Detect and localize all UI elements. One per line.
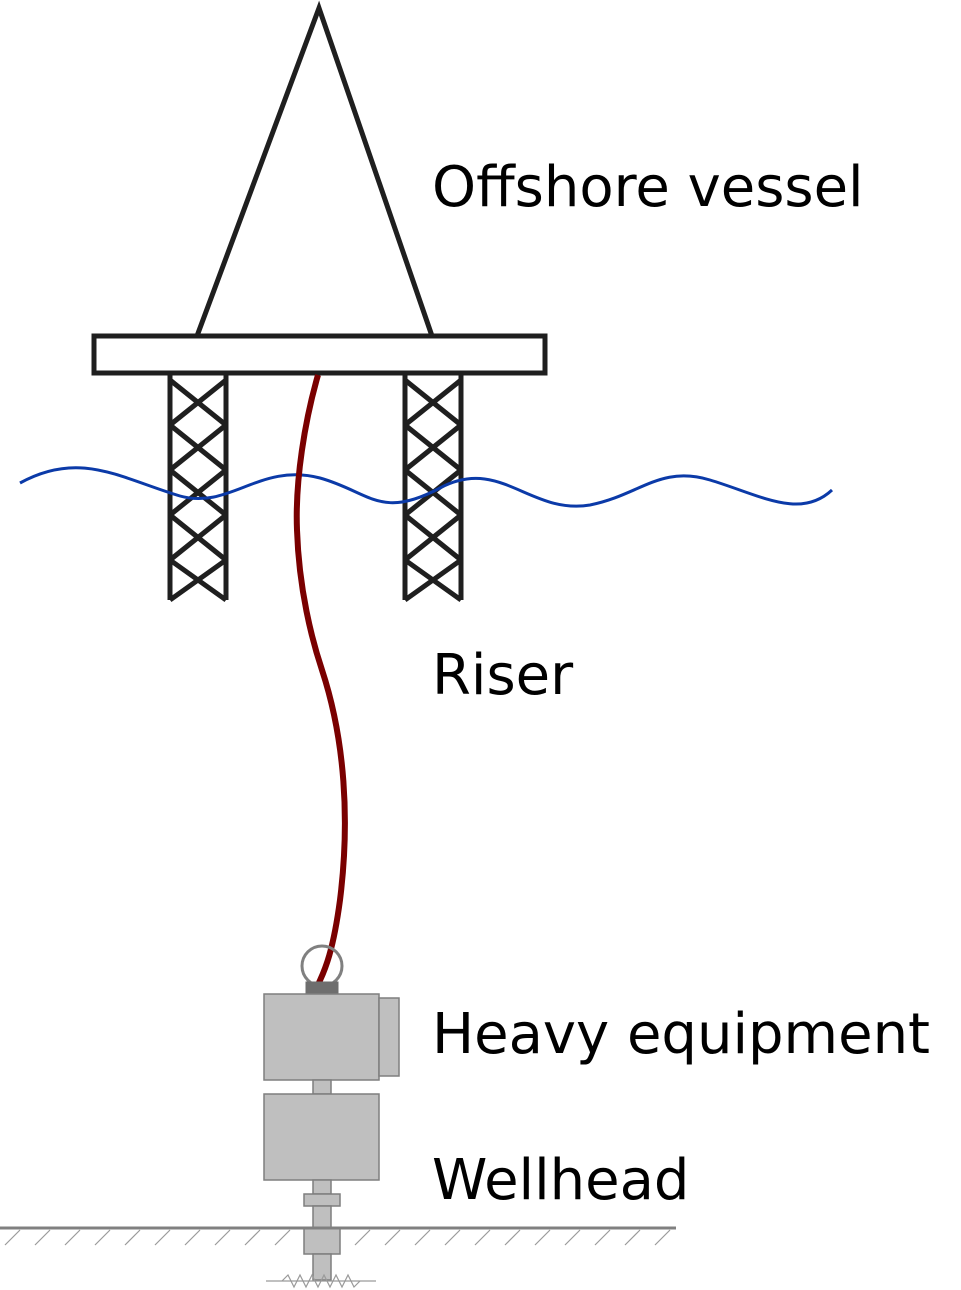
riser-label: Riser — [432, 643, 574, 708]
heavy-equipment-label: Heavy equipment — [432, 1002, 930, 1067]
heavy-equipment-side-panel — [378, 997, 400, 1077]
riser-pipe — [293, 374, 348, 987]
right-leg — [402, 375, 464, 603]
equipment-connector — [305, 981, 339, 995]
wellhead-spool-flange-lower — [303, 1227, 341, 1255]
anchor-spring-icon — [281, 1273, 361, 1289]
wellhead-spool-stem-upper — [312, 1179, 332, 1195]
left-leg — [167, 375, 229, 603]
wellhead-body — [263, 1093, 380, 1181]
derrick-tower — [194, 0, 435, 337]
seabed-hatching — [4, 1229, 671, 1246]
offshore-vessel-label: Offshore vessel — [432, 155, 864, 220]
heavy-equipment-body — [263, 993, 380, 1081]
wellhead-spool-stem-middle — [312, 1205, 332, 1229]
vessel-deck — [91, 333, 548, 376]
wellhead-spool-stem-lower — [312, 1253, 332, 1281]
equipment-stem — [312, 1079, 332, 1095]
sea-surface-wave — [19, 466, 834, 508]
wellhead-label: Wellhead — [432, 1148, 689, 1213]
wellhead-spool-flange-upper — [303, 1193, 341, 1207]
